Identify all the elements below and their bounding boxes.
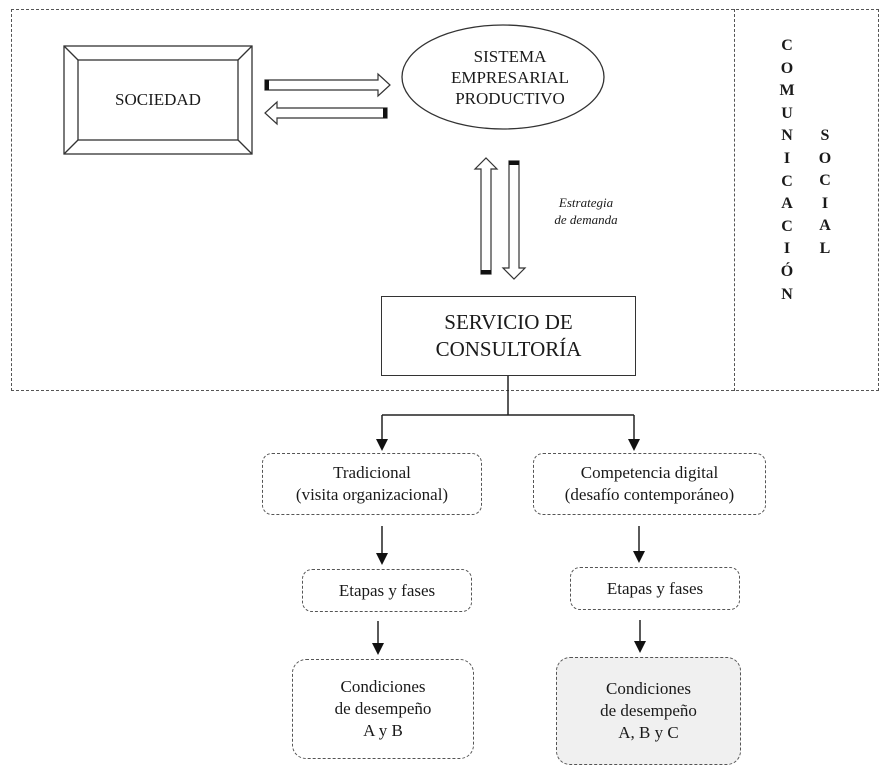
- vertical-letter: C: [781, 37, 793, 54]
- arrow-right-to-sistema: [264, 72, 391, 98]
- sistema-ellipse: [401, 24, 605, 130]
- sociedad-box: [63, 45, 253, 155]
- condiciones-left-line-1: Condiciones: [340, 677, 426, 696]
- vertical-letter: I: [783, 240, 791, 258]
- tradicional-line-1: Tradicional: [333, 463, 411, 482]
- vertical-letter: A: [781, 195, 793, 213]
- sistema-line-1: SISTEMA: [473, 46, 547, 66]
- vertical-letter: Ó: [780, 262, 794, 280]
- condiciones-left-line-3: A y B: [363, 721, 403, 740]
- condiciones-left-node: Condiciones de desempeño A y B: [292, 659, 474, 759]
- arrowhead-to-tradicional: [376, 439, 388, 451]
- estrategia-line-1: Estrategia: [558, 195, 614, 210]
- condiciones-right-node: Condiciones de desempeño A, B y C: [556, 657, 741, 765]
- sociedad-label: SOCIEDAD: [115, 90, 201, 109]
- servicio-line-2: CONSULTORÍA: [435, 337, 582, 361]
- sistema-line-2: EMPRESARIAL: [450, 67, 570, 87]
- vertical-letter: I: [821, 194, 829, 212]
- vertical-letter: M: [779, 82, 795, 100]
- servicio-line-1: SERVICIO DE: [444, 310, 573, 334]
- arrow-down-to-servicio: [501, 160, 527, 280]
- etapas-right-node: Etapas y fases: [570, 567, 740, 610]
- vertical-letter: C: [781, 217, 793, 235]
- frame-divider: [734, 9, 735, 391]
- etapas-left-node: Etapas y fases: [302, 569, 472, 612]
- condiciones-right-line-3: A, B y C: [618, 723, 679, 742]
- vertical-letter: N: [781, 127, 793, 145]
- vertical-letter: A: [819, 217, 831, 235]
- competencia-line-2: (desafío contemporáneo): [564, 485, 735, 504]
- vertical-letter: N: [781, 285, 793, 303]
- estrategia-label: Estrategia de demanda: [536, 194, 636, 228]
- arrowhead-to-condiciones-right: [634, 641, 646, 653]
- vertical-letter: I: [783, 149, 791, 167]
- sistema-line-3: PRODUCTIVO: [455, 88, 565, 108]
- arrowhead-to-competencia: [628, 439, 640, 451]
- vertical-letter: C: [781, 172, 793, 190]
- tradicional-node: Tradicional (visita organizacional): [262, 453, 482, 515]
- arrow-left-to-sociedad: [264, 100, 388, 126]
- vertical-letter: U: [781, 104, 793, 122]
- vertical-letter: L: [819, 239, 831, 257]
- estrategia-line-2: de demanda: [554, 212, 618, 227]
- competencia-digital-node: Competencia digital (desafío contemporán…: [533, 453, 766, 515]
- sistema-empresarial-node: SISTEMA EMPRESARIAL PRODUCTIVO: [420, 27, 600, 127]
- vertical-letter: O: [780, 59, 794, 77]
- tradicional-line-2: (visita organizacional): [295, 485, 449, 504]
- competencia-line-1: Competencia digital: [580, 463, 719, 482]
- arrowhead-to-etapas-right: [633, 551, 645, 563]
- vertical-letter: C: [819, 172, 831, 190]
- condiciones-left-line-2: de desempeño: [334, 699, 432, 718]
- vertical-letter: S: [820, 127, 830, 144]
- condiciones-right-line-1: Condiciones: [606, 679, 691, 698]
- condiciones-right-line-2: de desempeño: [600, 701, 697, 720]
- arrowhead-to-condiciones-left: [372, 643, 384, 655]
- arrowhead-to-etapas-left: [376, 553, 388, 565]
- communication-frame: [11, 9, 879, 391]
- servicio-consultoria-node: SERVICIO DE CONSULTORÍA: [381, 296, 636, 376]
- connector-servicio-split: [381, 376, 635, 440]
- arrow-up-to-sistema: [473, 157, 499, 275]
- vertical-letter: O: [818, 149, 832, 167]
